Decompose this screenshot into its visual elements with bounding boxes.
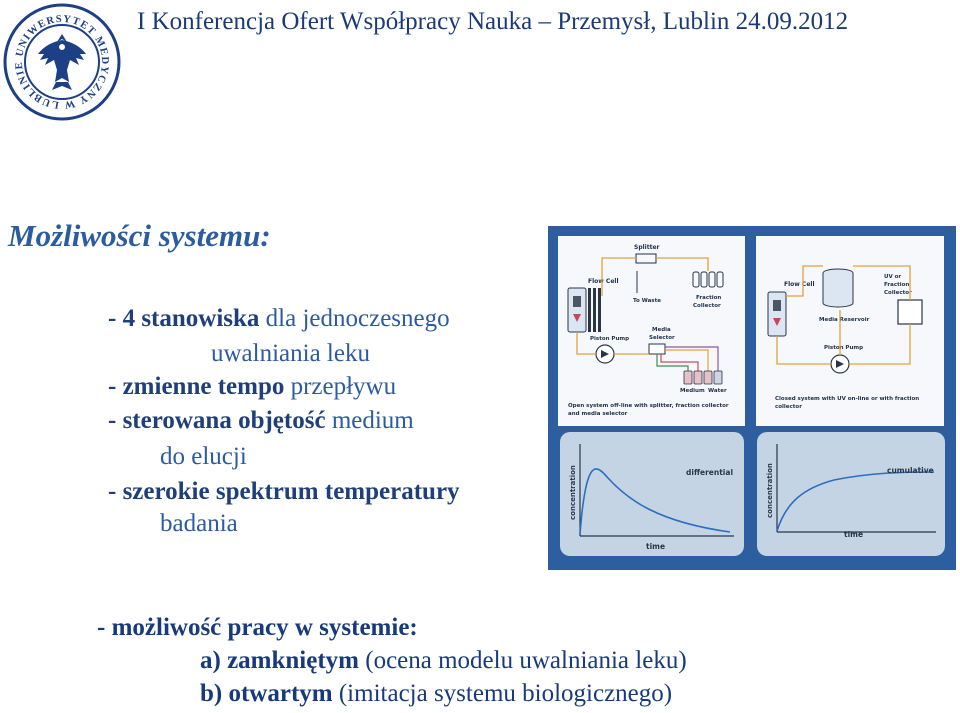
system-mode-heading: - możliwość pracy w systemie: — [97, 614, 418, 641]
flow-cell-label: Flow Cell — [588, 278, 619, 285]
media-reservoir-icon — [822, 273, 854, 308]
open-system-line: b) otwartym (imitacja systemu biologiczn… — [200, 680, 673, 707]
open-system-caption: Open system off-line with splitter, frac… — [568, 403, 731, 417]
uv-detector-icon — [897, 299, 923, 325]
cumulative-xlabel: time — [844, 530, 863, 539]
university-logo: UNIWERSYTET MEDYCZNY W LUBLINIE — [3, 3, 121, 121]
media-bottles-icon — [683, 370, 723, 385]
closed-piston-pump-label: Piston Pump — [824, 345, 863, 351]
media-reservoir-label: Media Reservoir — [819, 317, 870, 323]
differential-graph: differential time concentration — [560, 432, 744, 556]
fraction-tubes-icon — [692, 271, 724, 288]
differential-label: differential — [686, 468, 733, 477]
cumulative-ylabel: concentration — [766, 463, 774, 518]
flow-cell-icon — [567, 287, 587, 333]
bullet-line: - 4 stanowiska dla jednoczesnego — [108, 305, 450, 332]
water-label: Water — [708, 388, 727, 394]
medium-label: Medium — [680, 388, 705, 394]
bullet-line: badania — [160, 510, 238, 537]
bullet-line: - zmienne tempo przepływu — [108, 373, 397, 400]
closed-flow-cell-label: Flow Cell — [784, 281, 815, 288]
closed-system-line: a) zamkniętym (ocena modelu uwalniania l… — [200, 647, 687, 674]
eagle-crest-icon — [38, 34, 86, 90]
to-waste-label: To Waste — [633, 298, 661, 304]
media-selector-icon — [648, 343, 666, 355]
cumulative-curve — [776, 471, 935, 532]
cumulative-graph: cumulative time concentration — [757, 432, 945, 556]
splitter-label: Splitter — [634, 244, 660, 251]
piston-pump-label: Piston Pump — [590, 336, 629, 342]
closed-flow-cell-icon — [767, 291, 787, 337]
bullet-line: - szerokie spektrum temperatury — [108, 478, 460, 505]
section-title: Możliwości systemu: — [8, 218, 271, 253]
differential-xlabel: time — [646, 542, 665, 551]
bullet-line: - sterowana objętość medium — [108, 407, 414, 434]
differential-ylabel: concentration — [569, 465, 577, 520]
cumulative-label: cumulative — [887, 466, 934, 475]
bullet-line: uwalniania leku — [211, 340, 370, 367]
bullet-line: do elucji — [160, 443, 247, 470]
differential-curve — [579, 468, 731, 535]
conference-title: I Konferencja Ofert Współpracy Nauka – P… — [137, 8, 849, 35]
closed-system-caption: Closed system with UV on-line or with fr… — [775, 396, 921, 410]
